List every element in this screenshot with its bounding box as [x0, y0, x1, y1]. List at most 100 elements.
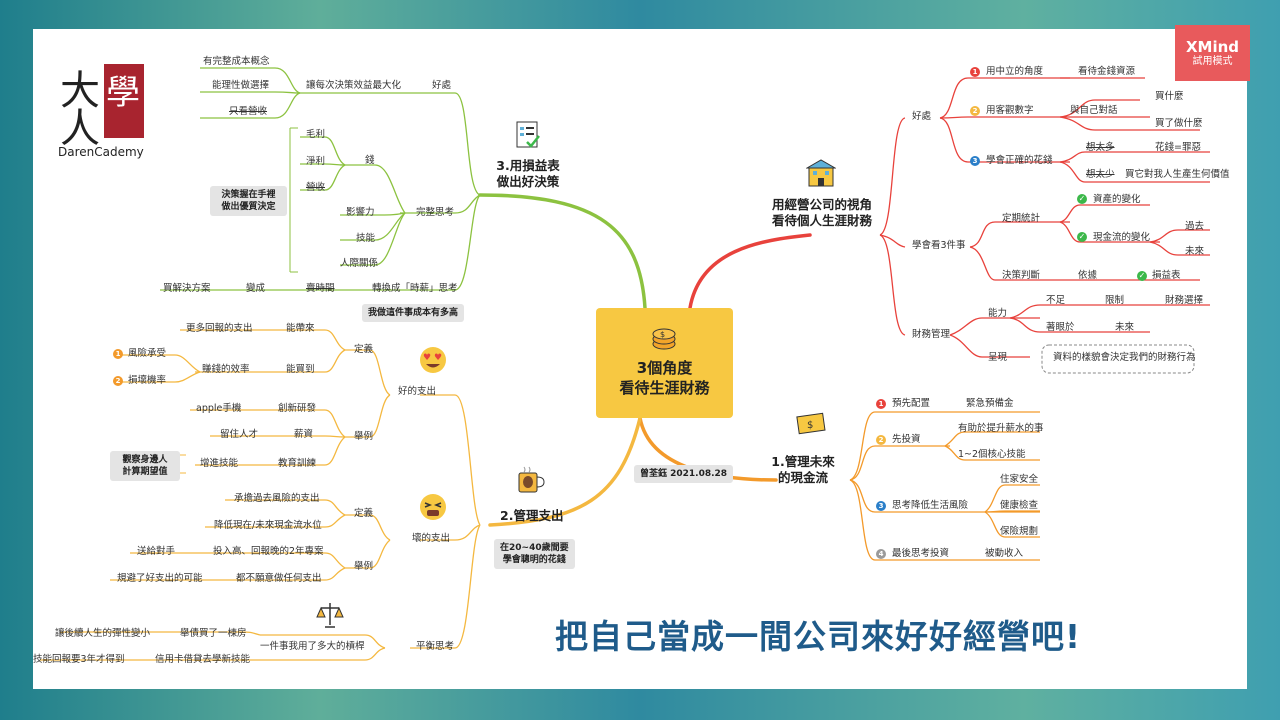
spend-good-ex-a[interactable]: 薪資	[294, 429, 314, 440]
spend-balance-b[interactable]: 技能回報要3年才得到	[33, 654, 125, 665]
company-benefit-2-child[interactable]: 與自己對話	[1070, 105, 1118, 116]
branch-company-title[interactable]: 用經營公司的視角 看待個人生涯財務	[757, 197, 887, 229]
company-past[interactable]: 過去	[1185, 221, 1205, 232]
spend-good-buys[interactable]: 能買到	[286, 364, 315, 375]
pnl-other[interactable]: 技能	[356, 233, 376, 244]
spend-good-ex-b[interactable]: apple手機	[196, 403, 242, 414]
company-benefit-3-a[interactable]: 想太多	[1086, 142, 1115, 153]
pnl-callout[interactable]: 決策握在手裡 做出優質決定	[210, 186, 287, 216]
pnl-convert[interactable]: 轉換成「時薪」思考	[372, 283, 458, 294]
company-benefit-3-a[interactable]: 想太少	[1086, 169, 1115, 180]
pnl-money-item[interactable]: 營收	[306, 182, 326, 193]
pnl-benefit[interactable]: 好處	[432, 80, 452, 91]
pnl-benefit-mid[interactable]: 讓每次決策效益最大化	[306, 80, 402, 91]
spend-bad-ex-b[interactable]: 送給對手	[137, 546, 176, 557]
cashflow-item-3-child[interactable]: 住家安全	[1000, 474, 1039, 485]
company-fin-mgmt[interactable]: 財務管理	[912, 329, 951, 340]
pnl-benefit-item[interactable]: 只看營收	[229, 106, 268, 117]
company-choice[interactable]: 財務選擇	[1165, 295, 1204, 306]
company-benefit-1-child[interactable]: 看待金錢資源	[1078, 66, 1136, 77]
pnl-benefit-item[interactable]: 有完整成本概念	[203, 56, 270, 67]
spend-balance-mid[interactable]: 一件事我用了多大的槓桿	[260, 641, 365, 652]
cashflow-item-3-child[interactable]: 保險規劃	[1000, 526, 1039, 537]
branch-cashflow-title[interactable]: 1.管理未來 的現金流	[763, 454, 843, 486]
spend-balance[interactable]: 平衡思考	[416, 641, 455, 652]
spend-balance-a[interactable]: 舉債買了一棟房	[180, 628, 247, 639]
spend-bad-example[interactable]: 舉例	[354, 561, 374, 572]
company-basis[interactable]: 依據	[1078, 270, 1098, 281]
company-decision[interactable]: 決策判斷	[1002, 270, 1041, 281]
company-benefit-3[interactable]: 學會正確的花錢	[986, 155, 1053, 166]
center-topic[interactable]: $ 3個角度 看待生涯財務	[596, 308, 733, 418]
company-lack[interactable]: 不足	[1046, 295, 1066, 306]
company-benefit-2[interactable]: 用客觀數字	[986, 105, 1034, 116]
company-benefit-2-grand[interactable]: 買了做什麼	[1155, 118, 1203, 129]
company-focus[interactable]: 著眼於	[1046, 322, 1075, 333]
spend-good-sub[interactable]: 損壞機率	[128, 375, 167, 386]
svg-text:學: 學	[106, 73, 140, 113]
company-future2[interactable]: 未來	[1115, 322, 1135, 333]
branch-pnl-title[interactable]: 3.用損益表 做出好決策	[488, 158, 568, 190]
pnl-complete[interactable]: 完整思考	[416, 207, 455, 218]
spend-bad-def-item[interactable]: 降低現在/未來現金流水位	[214, 520, 322, 531]
company-cashflow[interactable]: 現金流的變化	[1093, 232, 1151, 243]
cashflow-item-2-child[interactable]: 1~2個核心技能	[958, 449, 1026, 460]
spend-good-sub[interactable]: 風險承受	[128, 348, 167, 359]
cashflow-item-2[interactable]: 先投資	[892, 434, 921, 445]
cashflow-item-4[interactable]: 最後思考投資	[892, 548, 950, 559]
company-asset[interactable]: 資產的變化	[1093, 194, 1141, 205]
connector-center-company	[688, 233, 812, 310]
cashflow-item-1-child[interactable]: 緊急預備金	[966, 398, 1014, 409]
spend-bad-def[interactable]: 定義	[354, 508, 374, 519]
company-benefit-3-b[interactable]: 買它對我人生產生何價值	[1125, 169, 1230, 180]
connector-center-pnl	[478, 193, 647, 310]
company-benefit-3-b[interactable]: 花錢=罪惡	[1155, 142, 1201, 153]
company-benefit[interactable]: 好處	[912, 111, 932, 122]
spend-bad[interactable]: 壞的支出	[412, 533, 451, 544]
pnl-money-item[interactable]: 毛利	[306, 129, 326, 140]
company-stat[interactable]: 定期統計	[1002, 213, 1041, 224]
company-future[interactable]: 未來	[1185, 246, 1205, 257]
cashflow-item-1[interactable]: 預先配置	[892, 398, 931, 409]
spend-good-brings-child[interactable]: 更多回報的支出	[186, 323, 253, 334]
company-three-things[interactable]: 學會看3件事	[912, 240, 966, 251]
spend-bad-ex-a[interactable]: 都不願意做任何支出	[236, 573, 322, 584]
branch-company-title-line2: 看待個人生涯財務	[771, 213, 872, 228]
spend-good-example[interactable]: 舉例	[354, 431, 374, 442]
spend-good-buys-child[interactable]: 賺錢的效率	[202, 364, 250, 375]
spend-good-def[interactable]: 定義	[354, 344, 374, 355]
cashflow-item-4-child[interactable]: 被動收入	[985, 548, 1024, 559]
spend-good-callout[interactable]: 觀察身邊人 計算期望值	[110, 451, 180, 481]
pnl-money-item[interactable]: 淨利	[306, 156, 326, 167]
company-pnl[interactable]: 損益表	[1152, 270, 1181, 281]
spend-bad-ex-b[interactable]: 規避了好支出的可能	[117, 573, 203, 584]
spend-balance-b[interactable]: 讓後續人生的彈性變小	[55, 628, 151, 639]
pnl-other[interactable]: 人際關係	[340, 258, 379, 269]
spend-good-ex-b[interactable]: 留住人才	[220, 429, 259, 440]
company-limit[interactable]: 限制	[1105, 295, 1125, 306]
spend-balance-a[interactable]: 信用卡借貸去學新技能	[155, 654, 251, 665]
pnl-convert-a[interactable]: 賣時間	[306, 283, 335, 294]
cashflow-item-3[interactable]: 思考降低生活風險	[892, 500, 969, 511]
company-note[interactable]: 資料的樣貌會決定我們的財務行為	[1053, 352, 1196, 363]
pnl-other[interactable]: 影響力	[346, 207, 375, 218]
branch-spend-title[interactable]: 2.管理支出	[500, 508, 564, 523]
spend-bad-def-item[interactable]: 承擔過去風險的支出	[234, 493, 320, 504]
spend-good-ex-a[interactable]: 創新研發	[278, 403, 317, 414]
pnl-convert-b[interactable]: 變成	[246, 283, 266, 294]
company-show[interactable]: 呈現	[988, 352, 1008, 363]
company-benefit-2-grand[interactable]: 買什麼	[1155, 91, 1184, 102]
cashflow-item-2-child[interactable]: 有助於提升薪水的事	[958, 423, 1044, 434]
spend-bad-ex-a[interactable]: 投入高、回報晚的2年專案	[213, 546, 324, 557]
company-ability[interactable]: 能力	[988, 308, 1008, 319]
building-icon	[806, 159, 836, 187]
pnl-convert-c[interactable]: 買解決方案	[163, 283, 211, 294]
cashflow-item-3-child[interactable]: 健康檢查	[1000, 500, 1039, 511]
pnl-benefit-item[interactable]: 能理性做選擇	[212, 80, 270, 91]
spend-good[interactable]: 好的支出	[398, 386, 437, 397]
pnl-money[interactable]: 錢	[365, 155, 375, 166]
spend-good-ex-a[interactable]: 教育訓練	[278, 458, 317, 469]
company-benefit-1[interactable]: 用中立的角度	[986, 66, 1044, 77]
spend-good-brings[interactable]: 能帶來	[286, 323, 315, 334]
spend-good-ex-b[interactable]: 增進技能	[200, 458, 239, 469]
